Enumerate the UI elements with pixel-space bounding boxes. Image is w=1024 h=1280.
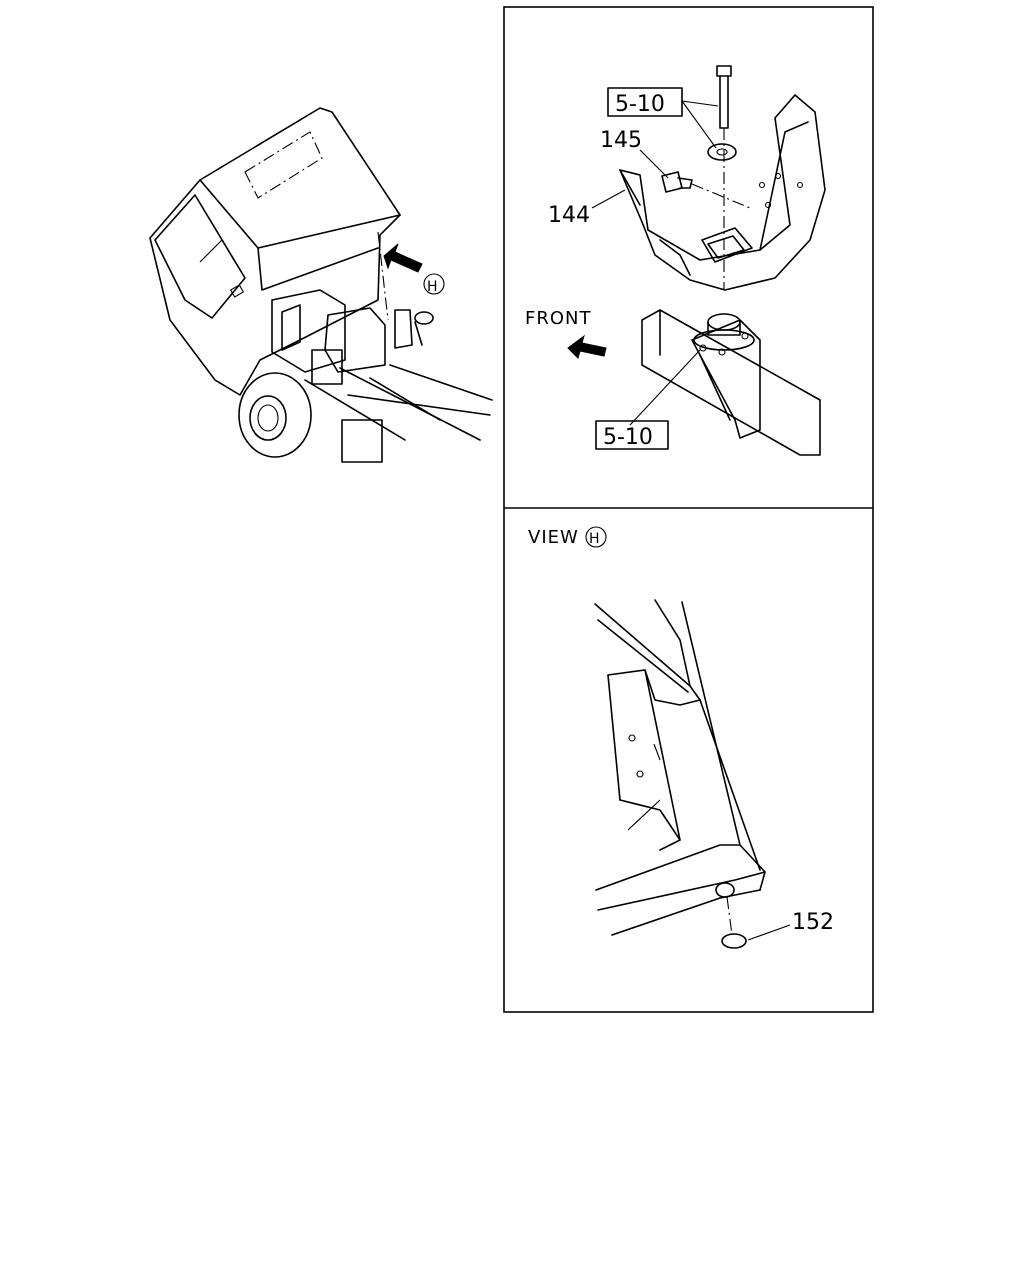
part-number-152: 152 xyxy=(792,910,834,935)
mount-detail: 5-10 145 144 FRONT xyxy=(525,65,826,456)
front-label: FRONT xyxy=(525,308,592,329)
view-direction-arrow-icon xyxy=(383,243,423,273)
part-number-144: 144 xyxy=(548,203,590,228)
ref-label-lower: 5-10 xyxy=(603,425,653,450)
view-marker-letter: H xyxy=(427,279,439,295)
view-title-letter: H xyxy=(589,531,601,547)
view-h-detail: VIEW H 152 xyxy=(528,526,834,949)
detail-panel-border xyxy=(503,6,874,1013)
part-number-145: 145 xyxy=(600,128,642,153)
view-title-word: VIEW xyxy=(528,527,579,548)
ref-label-upper: 5-10 xyxy=(615,92,665,117)
front-arrow-icon xyxy=(567,334,607,359)
truck-overview: H xyxy=(149,107,493,463)
